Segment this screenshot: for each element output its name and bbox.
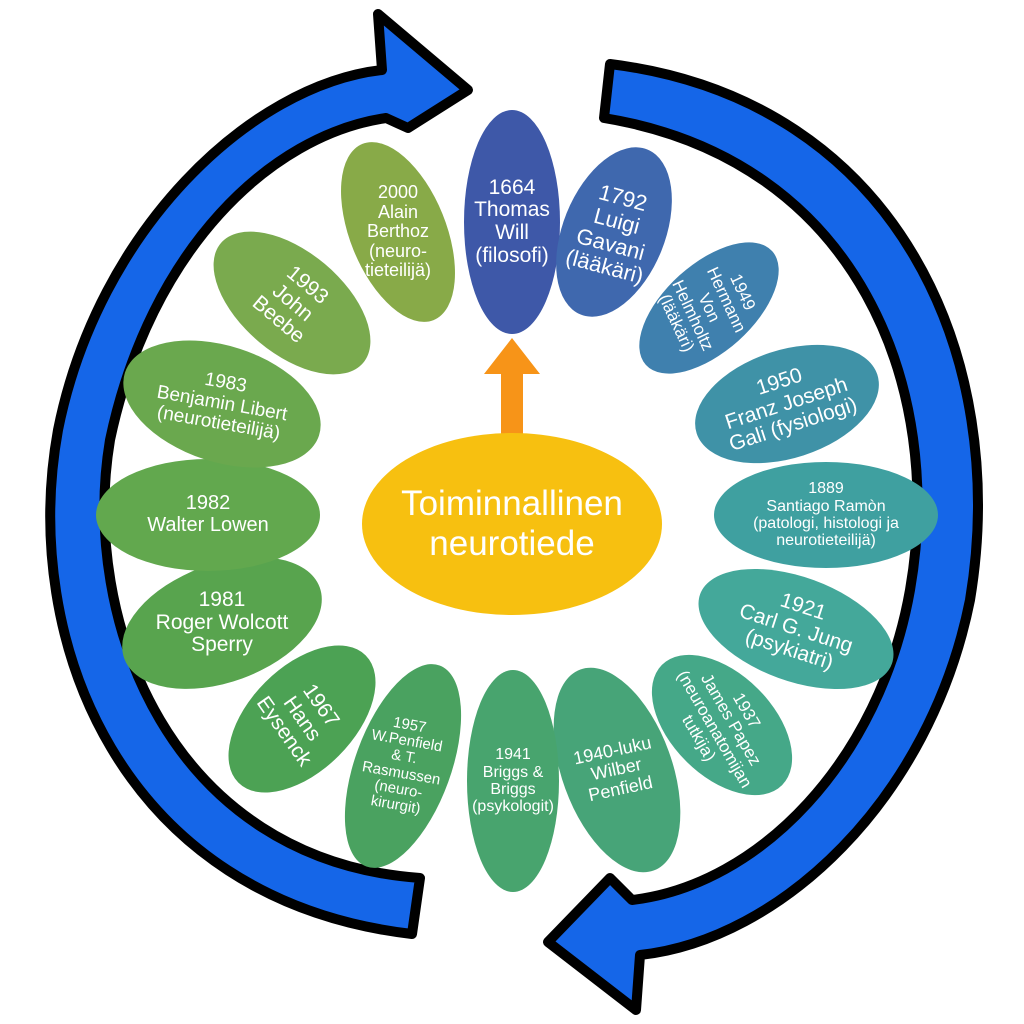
petal-label: 1889 Santiago Ramòn (patologi, histologi…: [753, 480, 899, 550]
timeline-petal: 1982 Walter Lowen: [96, 403, 320, 627]
petal-label: 1982 Walter Lowen: [147, 492, 269, 536]
petal-label: 1664 Thomas Will (filosofi): [474, 175, 550, 267]
timeline-petal: 1981 Roger Wolcott Sperry: [104, 519, 340, 727]
cycle-arrow-right: [543, 59, 983, 1015]
petal-label: 1981 Roger Wolcott Sperry: [155, 587, 289, 657]
petal-label: 1941 Briggs & Briggs (psykologit): [472, 746, 554, 816]
pointer-arrow: [484, 338, 540, 458]
center-topic-label: Toiminnallinen neurotiede: [401, 483, 623, 563]
timeline-petal: 1889 Santiago Ramòn (patologi, histologi…: [714, 403, 938, 627]
center-topic: Toiminnallinen neurotiede: [362, 433, 662, 615]
timeline-petal: 1941 Briggs & Briggs (psykologit): [402, 670, 624, 892]
petal-label: 2000 Alain Berthoz (neuro- tieteilijä): [364, 182, 432, 281]
timeline-petal: 2000 Alain Berthoz (neuro- tieteilijä): [303, 125, 493, 339]
petal-shape: [464, 110, 560, 334]
timeline-petal: 1664 Thomas Will (filosofi): [400, 110, 624, 334]
